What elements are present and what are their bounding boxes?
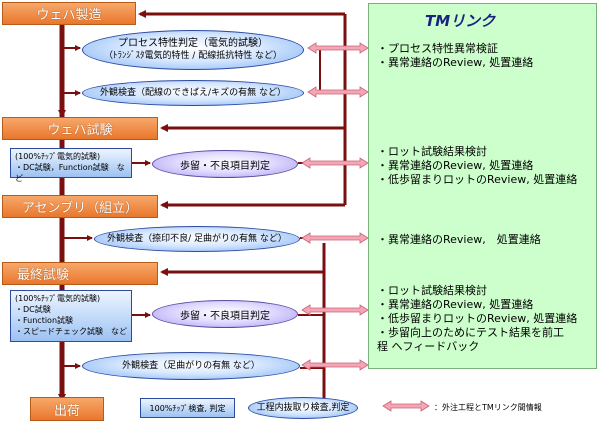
legend-chip-inspection: 100%ﾁｯﾌﾟ検査, 判定 (140, 398, 235, 418)
tm-item: ・異常連絡のReview, 処置連絡 (377, 56, 534, 69)
legend-chip-label: 100%ﾁｯﾌﾟ検査, 判定 (149, 403, 226, 413)
tm-link-panel: TMリンク ・プロセス特性異常検証 ・異常連絡のReview, 処置連絡 ・ロッ… (368, 3, 597, 369)
final-elec-test-box: (100%ﾁｯﾌﾟ電気的試験) ・DC試験 ・Function試験 ・スピードチ… (10, 290, 132, 342)
final-elec-line2: ・DC試験 (15, 305, 51, 314)
wafer-visual-oval: 外観検査（配線のできばえ/キズの有無 など） (82, 80, 304, 106)
tm-link-title: TMリンク (425, 12, 496, 30)
legend-link-info: ：外注工程とTMリンク間情報 (434, 403, 542, 412)
stage-wafer-test: ウェハ試験 (2, 117, 158, 140)
wafer-elec-line1: (100%ﾁｯﾌﾟ電気的試験) (15, 152, 101, 161)
tm-group-wafer-test: ・ロット試験結果検討 ・異常連絡のReview, 処置連絡 ・低歩留まりロットの… (377, 145, 577, 187)
yield-judge-1-label: 歩留・不良項目判定 (180, 160, 270, 172)
legend-sampling-label: 工程内抜取り検査,判定 (256, 403, 350, 413)
final-elec-line3: ・Function試験 (15, 316, 74, 325)
tm-item: ・低歩留まりロットのReview, 処置連絡 (377, 312, 578, 325)
tm-item: ・プロセス特性異常検証 (377, 42, 498, 55)
assembly-visual-label: 外観検査（捺印不良/ 足曲がりの有無 など） (107, 234, 287, 244)
final-visual-label: 外観検査（足曲がりの有無 など） (122, 361, 260, 371)
final-visual-oval: 外観検査（足曲がりの有無 など） (82, 352, 300, 380)
tm-group-wafer-fab: ・プロセス特性異常検証 ・異常連絡のReview, 処置連絡 (377, 42, 533, 70)
process-eval-title: プロセス特性判定（電気的試験） (118, 38, 268, 49)
tm-item: ・ロット試験結果検討 (377, 145, 487, 158)
tm-item: ・異常連絡のReview, 処置連絡 (377, 298, 534, 311)
final-elec-line4: ・スピードチェック試験 など (15, 327, 127, 336)
final-elec-line1: (100%ﾁｯﾌﾟ電気的試験) (15, 294, 101, 303)
tm-group-final-test: ・ロット試験結果検討 ・異常連絡のReview, 処置連絡 ・低歩留まりロットの… (377, 284, 577, 354)
stage-label: 出荷 (53, 403, 80, 419)
stage-shipping: 出荷 (30, 397, 104, 421)
stage-final-test: 最終試験 (2, 262, 158, 285)
tm-group-assembly: ・異常連絡のReview, 処置連絡 (377, 233, 541, 247)
assembly-visual-oval: 外観検査（捺印不良/ 足曲がりの有無 など） (94, 226, 300, 252)
wafer-elec-test-box: (100%ﾁｯﾌﾟ電気的試験) ・DC試験，Function試験 など (10, 148, 132, 183)
tm-item: ・歩留向上のためにテスト結果を前工 (377, 326, 564, 339)
wafer-elec-line2: ・DC試験，Function試験 など (15, 163, 125, 183)
tm-item: ・低歩留まりロットのReview, 処置連絡 (377, 173, 578, 186)
process-eval-oval: プロセス特性判定（電気的試験） （ﾄﾗﾝｼﾞｽﾀ電気的特性 / 配線抵抗特性 な… (82, 30, 304, 70)
tm-item: ・ロット試験結果検討 (377, 284, 487, 297)
stage-label: ウェハ試験 (47, 123, 113, 138)
wafer-visual-label: 外観検査（配線のできばえ/キズの有無 など） (100, 88, 286, 98)
yield-judge-2-label: 歩留・不良項目判定 (180, 310, 270, 322)
stage-wafer-fab: ウェハ製造 (2, 2, 136, 25)
yield-judge-1-oval: 歩留・不良項目判定 (152, 150, 298, 178)
stage-label: アセンブリ（組立） (21, 201, 139, 216)
tm-item: ・異常連絡のReview, 処置連絡 (377, 159, 534, 172)
tm-item: ・異常連絡のReview, 処置連絡 (377, 233, 541, 246)
stage-label: 最終試験 (17, 268, 70, 283)
tm-item: 程 ヘフィードバック (377, 340, 480, 353)
legend-sampling-inspection: 工程内抜取り検査,判定 (248, 397, 358, 419)
stage-assembly: アセンブリ（組立） (2, 195, 158, 218)
stage-label: ウェハ製造 (36, 8, 102, 23)
yield-judge-2-oval: 歩留・不良項目判定 (152, 300, 298, 328)
process-eval-detail: （ﾄﾗﾝｼﾞｽﾀ電気的特性 / 配線抵抗特性 など） (103, 51, 283, 61)
